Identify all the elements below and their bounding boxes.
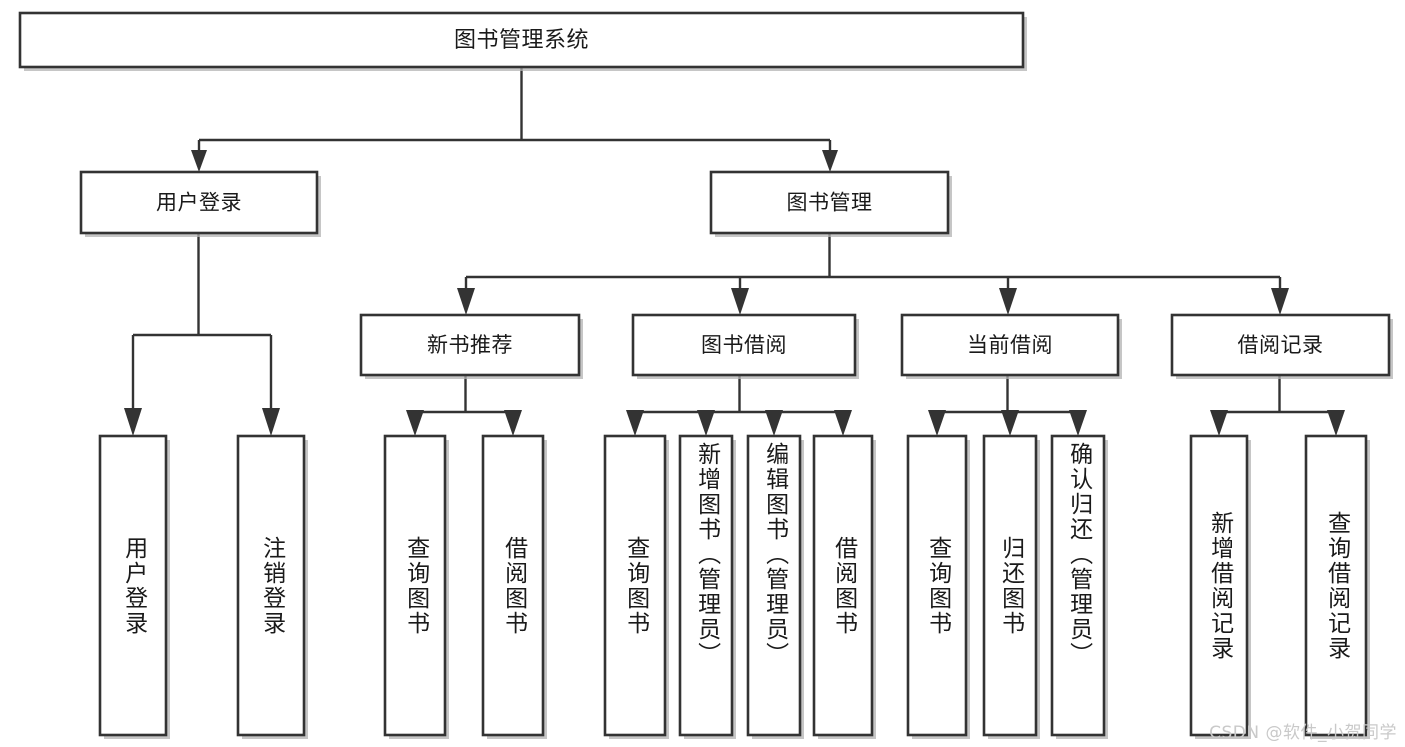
node-user-login-box[interactable] (79, 170, 319, 235)
node-book-borrow-box[interactable] (631, 313, 857, 377)
leaf-logout-box[interactable] (236, 434, 306, 737)
leaf-add-record-box[interactable] (1189, 434, 1249, 737)
arrow-cb-to-query (928, 410, 946, 436)
node-new-book-rec-box[interactable] (359, 313, 581, 377)
node-root-box[interactable] (18, 11, 1025, 69)
arrow-bb-to-edit (765, 410, 783, 436)
arrow-nb-to-borrow (504, 410, 522, 436)
node-book-borrow[interactable]: 图书借阅 (631, 313, 859, 379)
node-current-borrow-label: 当前借阅 (967, 333, 1053, 357)
arrow-root-to-user-login (191, 150, 207, 172)
arrow-ul-to-leaf-login (124, 408, 142, 436)
arrow-bm-to-book-borrow (731, 288, 749, 315)
leaf-query-book-2-box[interactable] (603, 434, 667, 737)
leaf-borrow-book-2-box[interactable] (812, 434, 874, 737)
node-current-borrow-box[interactable] (900, 313, 1120, 377)
node-book-manage[interactable]: 图书管理 (709, 170, 952, 237)
leaf-confirm-return-box[interactable] (1050, 434, 1106, 737)
arrow-cb-to-return (1001, 410, 1019, 436)
arrow-bb-to-add (697, 410, 715, 436)
arrow-nb-to-query (406, 410, 424, 436)
node-borrow-record-label: 借阅记录 (1238, 333, 1324, 357)
arrow-bm-to-current-borrow (999, 288, 1017, 315)
node-user-login[interactable]: 用户登录 (79, 170, 321, 237)
arrow-br-to-query (1327, 410, 1345, 436)
leaf-edit-book-box[interactable] (746, 434, 802, 737)
leaf-add-book-box[interactable] (678, 434, 734, 737)
node-borrow-record[interactable]: 借阅记录 (1170, 313, 1393, 379)
arrow-bb-to-query (626, 410, 644, 436)
leaf-boxes-layer (98, 434, 1370, 739)
arrow-br-to-add (1210, 410, 1228, 436)
node-user-login-label: 用户登录 (156, 191, 242, 215)
node-book-manage-label: 图书管理 (787, 191, 873, 215)
watermark-text: CSDN @软件_小贺同学 (1209, 723, 1397, 743)
node-new-book-rec-label: 新书推荐 (427, 333, 513, 357)
arrow-ul-to-leaf-logout (262, 408, 280, 436)
node-current-borrow[interactable]: 当前借阅 (900, 313, 1122, 379)
leaf-query-book-1-box[interactable] (383, 434, 447, 737)
arrow-bb-to-borrow (834, 410, 852, 436)
node-borrow-record-box[interactable] (1170, 313, 1391, 377)
leaf-query-record-box[interactable] (1304, 434, 1368, 737)
arrow-bm-to-borrow-record (1271, 288, 1289, 315)
arrow-cb-to-confirm (1069, 410, 1087, 436)
node-root[interactable]: 图书管理系统 (18, 11, 1027, 71)
node-book-manage-box[interactable] (709, 170, 950, 235)
node-root-label: 图书管理系统 (454, 28, 589, 53)
leaf-query-book-3-box[interactable] (906, 434, 968, 737)
leaf-borrow-book-1-box[interactable] (481, 434, 545, 737)
leaf-user-login-box[interactable] (98, 434, 168, 737)
nodes-layer: 图书管理系统 用户登录 图书管理 新书推荐 (18, 11, 1393, 739)
leaf-return-book-box[interactable] (982, 434, 1038, 737)
node-new-book-rec[interactable]: 新书推荐 (359, 313, 583, 379)
node-book-borrow-label: 图书借阅 (701, 333, 787, 357)
arrow-root-to-book-manage (822, 150, 838, 172)
arrow-bm-to-new-book (457, 288, 475, 315)
edges-layer (124, 67, 1345, 436)
